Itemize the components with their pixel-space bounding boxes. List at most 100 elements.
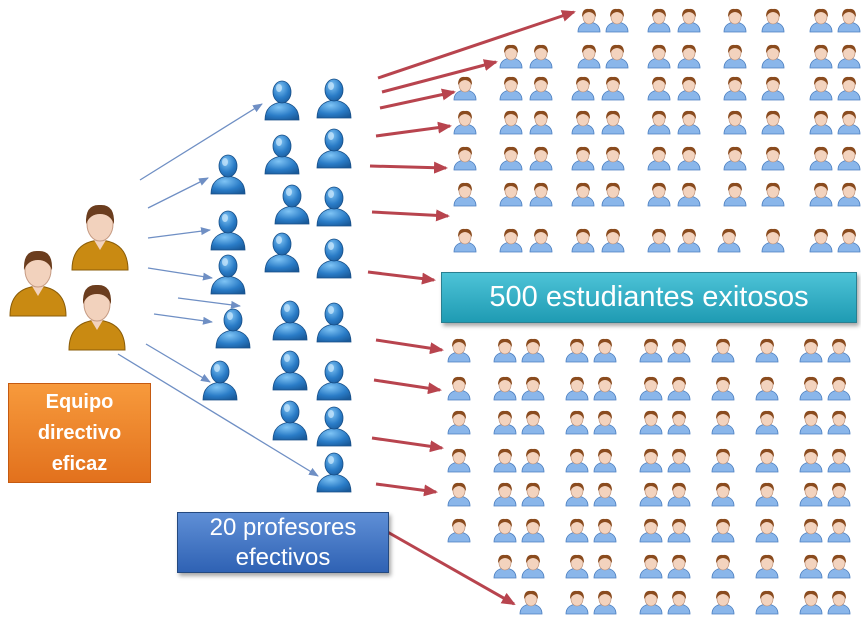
leader-person-icon <box>68 284 126 351</box>
student-person-icon <box>809 44 833 69</box>
teacher-person-icon <box>272 350 308 391</box>
teacher-group <box>202 78 352 493</box>
student-person-icon <box>837 110 861 135</box>
arrow <box>147 267 213 281</box>
arrow <box>373 378 442 395</box>
arrow <box>177 297 241 309</box>
teachers-line-1: 20 profesores <box>209 513 357 541</box>
leadership-team-box: Equipo directivo eficaz <box>8 383 151 483</box>
student-person-icon <box>711 410 735 435</box>
student-person-icon <box>711 338 735 363</box>
student-person-icon <box>755 590 779 615</box>
student-person-icon <box>499 182 523 207</box>
student-person-icon <box>647 76 671 101</box>
student-person-icon <box>761 182 785 207</box>
leadership-line-1: Equipo <box>45 390 114 413</box>
student-person-icon <box>565 590 589 615</box>
student-person-icon <box>837 146 861 171</box>
leadership-line-2: directivo <box>37 421 122 444</box>
student-person-icon <box>571 76 595 101</box>
teacher-person-icon <box>210 254 246 295</box>
student-person-icon <box>601 182 625 207</box>
student-person-icon <box>755 554 779 579</box>
student-person-icon <box>529 146 553 171</box>
teacher-person-icon <box>316 238 352 279</box>
arrow <box>145 343 211 383</box>
student-person-icon <box>565 518 589 543</box>
teacher-person-icon <box>264 232 300 273</box>
student-person-icon <box>593 518 617 543</box>
student-person-icon <box>453 228 477 253</box>
student-person-icon <box>499 44 523 69</box>
arrow <box>139 103 263 181</box>
student-person-icon <box>565 448 589 473</box>
student-person-icon <box>761 110 785 135</box>
student-person-icon <box>639 376 663 401</box>
student-person-icon <box>667 590 691 615</box>
student-person-icon <box>837 8 861 33</box>
leader-person-icon <box>71 204 129 271</box>
student-person-icon <box>755 482 779 507</box>
arrow <box>369 161 448 174</box>
arrow <box>375 121 452 138</box>
leader-to-teacher-arrows <box>117 103 319 477</box>
student-person-icon <box>809 110 833 135</box>
student-person-icon <box>565 376 589 401</box>
student-person-icon <box>593 554 617 579</box>
arrow <box>147 227 211 239</box>
student-person-icon <box>761 228 785 253</box>
student-person-icon <box>677 146 701 171</box>
student-person-icon <box>529 44 553 69</box>
student-person-icon <box>521 448 545 473</box>
student-person-icon <box>577 44 601 69</box>
student-person-icon <box>499 76 523 101</box>
student-person-icon <box>577 8 601 33</box>
student-person-icon <box>571 182 595 207</box>
student-person-icon <box>755 338 779 363</box>
teacher-person-icon <box>316 360 352 401</box>
student-person-icon <box>521 482 545 507</box>
student-person-icon <box>677 182 701 207</box>
student-person-icon <box>639 590 663 615</box>
student-person-icon <box>521 554 545 579</box>
student-person-icon <box>827 482 851 507</box>
arrow <box>153 313 213 325</box>
student-person-icon <box>809 182 833 207</box>
student-person-icon <box>519 590 543 615</box>
student-person-icon <box>711 590 735 615</box>
student-person-icon <box>499 228 523 253</box>
student-person-icon <box>593 376 617 401</box>
student-person-icon <box>521 410 545 435</box>
teacher-person-icon <box>272 400 308 441</box>
student-person-icon <box>755 448 779 473</box>
arrow <box>371 436 444 453</box>
student-person-icon <box>499 110 523 135</box>
student-person-icon <box>453 182 477 207</box>
teachers-label-box: 20 profesores efectivos <box>177 512 389 573</box>
student-person-icon <box>667 482 691 507</box>
student-person-icon <box>755 410 779 435</box>
student-person-icon <box>493 448 517 473</box>
student-person-icon <box>571 110 595 135</box>
student-person-icon <box>761 8 785 33</box>
student-person-icon <box>529 110 553 135</box>
student-person-icon <box>799 410 823 435</box>
teacher-person-icon <box>316 452 352 493</box>
student-person-icon <box>837 44 861 69</box>
teacher-person-icon <box>316 128 352 169</box>
student-person-icon <box>837 182 861 207</box>
student-person-icon <box>521 518 545 543</box>
student-person-icon <box>677 76 701 101</box>
teacher-person-icon <box>274 184 310 225</box>
student-person-icon <box>447 482 471 507</box>
student-person-icon <box>761 76 785 101</box>
student-person-icon <box>647 8 671 33</box>
teacher-to-student-arrows <box>367 10 576 606</box>
student-person-icon <box>799 376 823 401</box>
student-person-icon <box>647 110 671 135</box>
student-person-icon <box>723 8 747 33</box>
students-label: 500 estudiantes exitosos <box>489 281 809 313</box>
student-person-icon <box>493 338 517 363</box>
student-person-icon <box>647 146 671 171</box>
